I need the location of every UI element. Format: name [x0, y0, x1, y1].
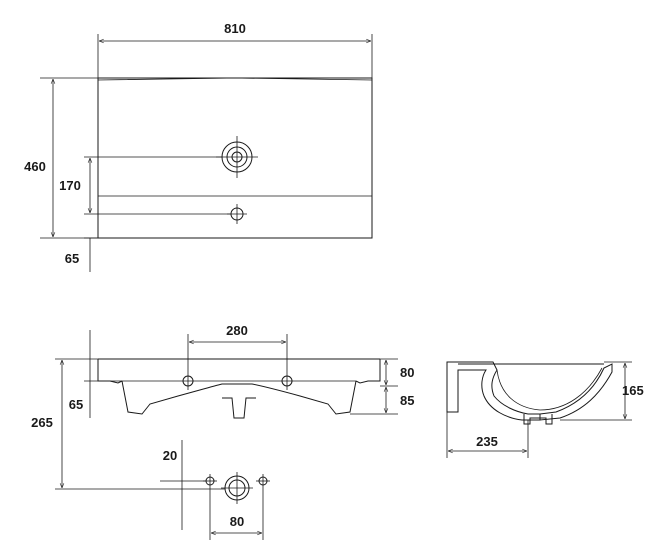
dimension-side-width: 235	[446, 412, 529, 458]
waste-left-hole-icon	[203, 474, 217, 540]
dimension-waste-hole-spacing: 80	[211, 514, 262, 533]
dimension-front-heights: 80 85	[350, 358, 414, 415]
side-section-bowl	[496, 367, 603, 411]
dimension-label-waste-offset: 20	[163, 448, 177, 463]
front-view-left-end	[97, 359, 123, 384]
dimension-waste-offset: 20	[160, 440, 206, 530]
dimension-total-height: 265	[31, 358, 225, 490]
dimension-top-edge-offset: 65	[65, 237, 98, 272]
dimension-front-hole-spacing: 280	[187, 323, 288, 390]
waste-right-hole-icon	[256, 474, 270, 540]
dimension-label-top-width: 810	[224, 21, 246, 36]
dimension-top-tap-offset: 170	[59, 156, 231, 215]
side-section-outlet	[523, 414, 553, 425]
front-view-waste-outlet	[222, 397, 256, 419]
top-view-outline	[97, 77, 373, 239]
dimension-label-front-hole-spacing: 280	[226, 323, 248, 338]
side-section-hatched-right	[539, 363, 613, 421]
front-view: 280 80 85 65 265	[31, 323, 414, 490]
waste-detail: 20 80	[160, 440, 270, 540]
side-section-hatched-left	[446, 361, 541, 421]
top-view-rim-line	[97, 77, 373, 81]
dimension-label-top-depth: 460	[24, 159, 46, 174]
front-view-right-end	[355, 359, 381, 384]
dimension-label-top-edge-offset: 65	[65, 251, 79, 266]
front-view-body	[121, 380, 357, 415]
dimension-label-total-height: 265	[31, 415, 53, 430]
dimension-side-height: 165	[560, 361, 644, 421]
drain-icon	[216, 136, 258, 178]
dimension-top-depth: 460	[24, 77, 98, 239]
dimension-label-front-height-upper: 80	[400, 365, 414, 380]
dimension-label-waste-hole-spacing: 80	[230, 514, 244, 529]
dimension-label-front-left-offset: 65	[69, 397, 83, 412]
top-view: 810 460 170 65	[24, 21, 373, 272]
dimension-label-front-height-lower: 85	[400, 393, 414, 408]
dimension-top-width: 810	[97, 21, 373, 78]
dimension-front-left-offset: 65	[69, 330, 122, 418]
waste-drain-icon	[221, 472, 253, 504]
dimension-label-side-height: 165	[622, 383, 644, 398]
side-section: 235 165	[446, 361, 644, 458]
dimension-label-top-tap-offset: 170	[59, 178, 81, 193]
dimension-label-side-width: 235	[476, 434, 498, 449]
